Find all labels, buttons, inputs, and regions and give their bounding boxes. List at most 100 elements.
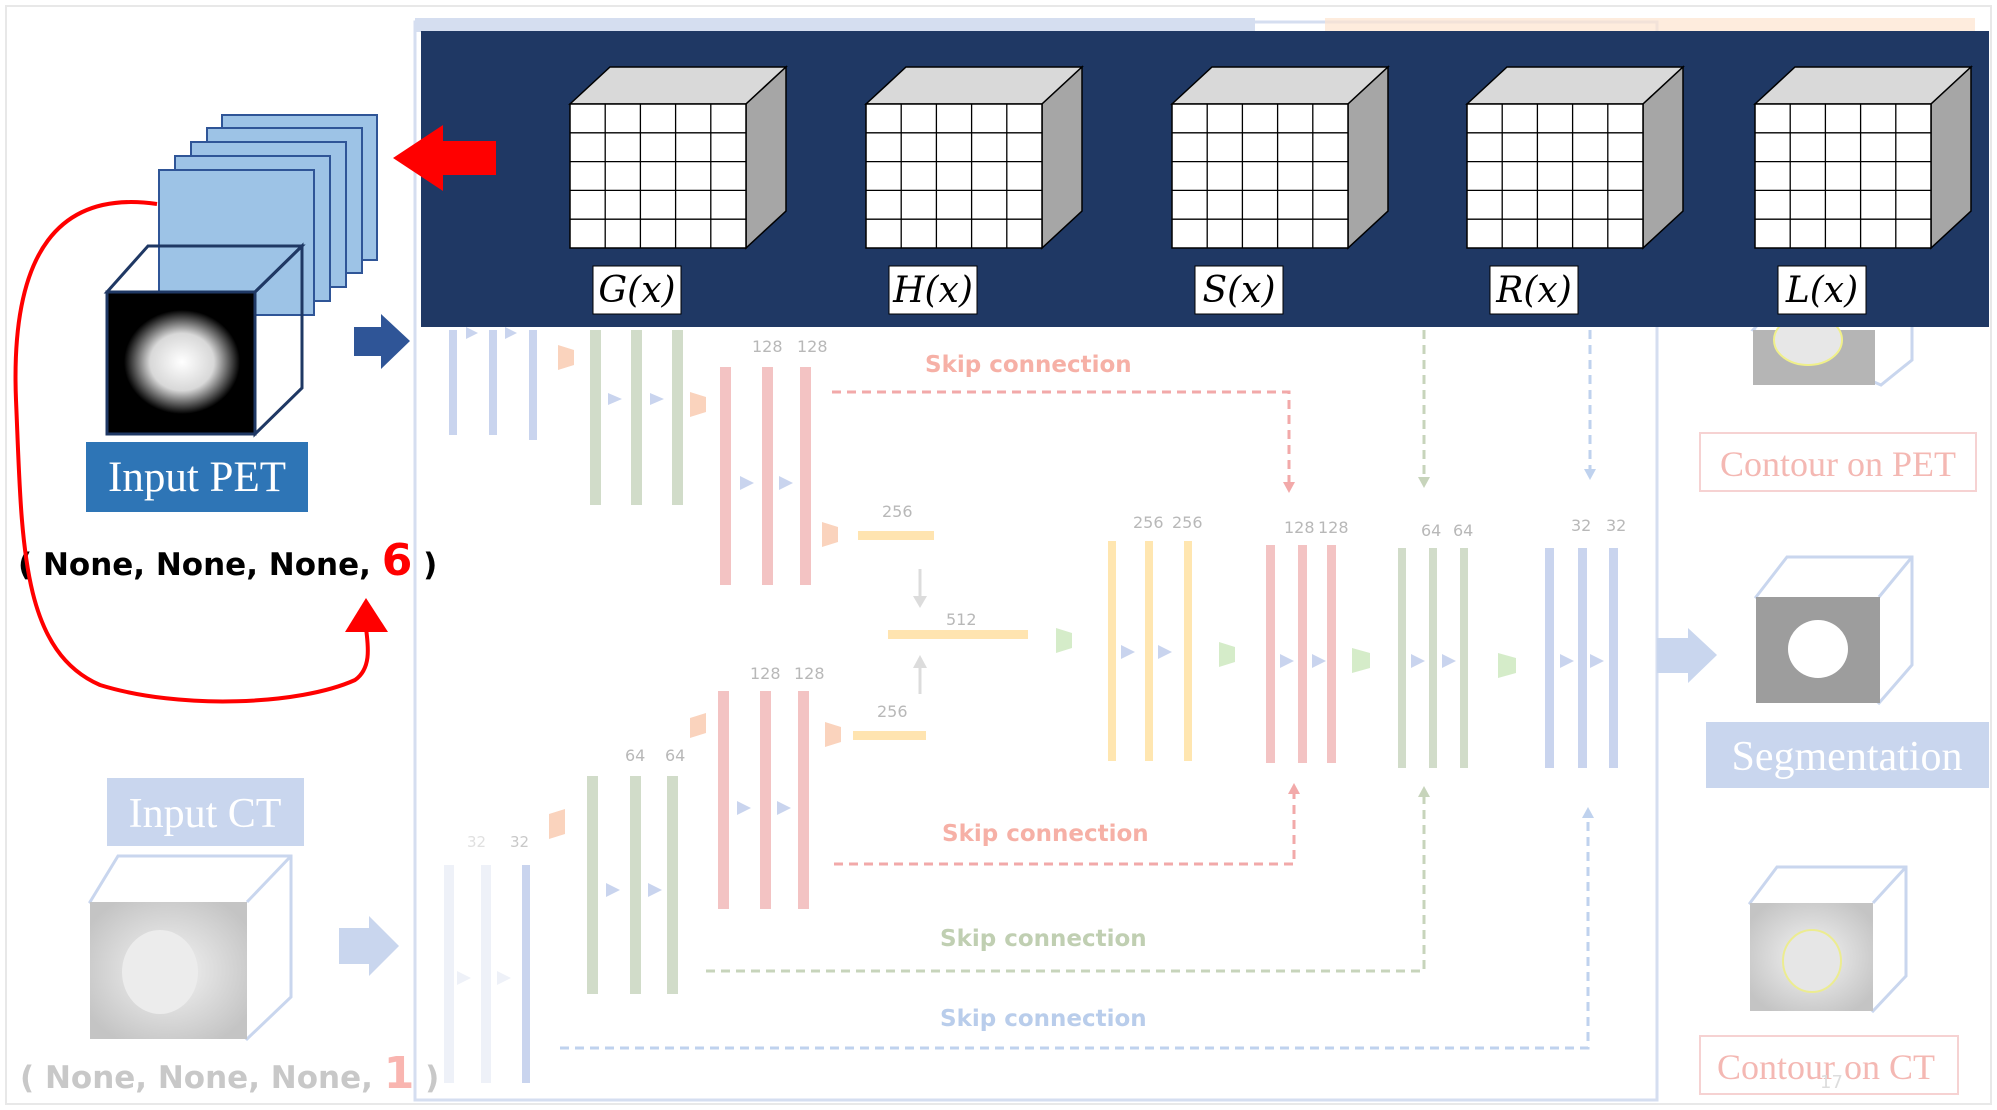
layer-bar	[590, 330, 601, 505]
layer-arrow	[606, 883, 620, 897]
skip-label-blue: Skip connection	[940, 1006, 1147, 1032]
layer-arrow	[650, 393, 664, 405]
layer-arrow	[608, 393, 622, 405]
skip-connection-red-top	[832, 390, 1291, 485]
channel-label: 512	[946, 610, 977, 629]
page-number: 17	[1820, 1072, 1843, 1093]
channel-label: 64	[1453, 521, 1473, 540]
bottleneck-bar	[858, 531, 934, 540]
feedback-loop-arrowhead	[345, 598, 388, 632]
channel-label: 64	[625, 746, 645, 765]
layer-arrow	[1280, 654, 1294, 668]
pool-trapezoid	[1056, 628, 1072, 653]
channel-label: 128	[1318, 518, 1349, 537]
input-ct-shape: ( None, None, None, 1 )	[20, 1048, 439, 1099]
layer-bar	[1266, 545, 1275, 763]
feature-cube: H(x)	[864, 65, 1084, 315]
feature-cube: L(x)	[1753, 65, 1973, 315]
contour-ct-cube	[1747, 865, 1908, 1014]
outputs: Contour on PET Segmentation Contour on C…	[1657, 314, 1989, 1095]
layer-bar	[449, 330, 457, 435]
contour-pet-cube	[1750, 314, 1914, 387]
layer-bar	[481, 865, 491, 1083]
pool-trapezoid	[825, 722, 841, 747]
input-pet-shape: ( None, None, None, 6 )	[18, 535, 437, 586]
input-ct-cube	[88, 854, 293, 1042]
layer-arrow	[457, 971, 471, 985]
skip-label-green: Skip connection	[940, 926, 1147, 952]
skip-arrowhead	[1418, 477, 1430, 488]
layer-arrow	[497, 971, 511, 985]
input-pet: Input PET ( None, None, None, 6 )	[13, 114, 437, 704]
layer-bar	[720, 367, 731, 585]
layer-bar	[760, 691, 771, 909]
channel-label: 128	[752, 337, 783, 356]
layer-bar	[489, 330, 497, 435]
layer-bar	[1184, 541, 1192, 761]
layer-bar	[1145, 541, 1153, 761]
layer-bar	[1327, 545, 1336, 763]
channel-label: 256	[877, 702, 908, 721]
channel-label: 256	[1172, 513, 1203, 532]
merge-arrowhead	[913, 596, 927, 608]
feature-cube: R(x)	[1465, 65, 1685, 315]
input-ct: Input CT ( None, None, None, 1 )	[20, 778, 439, 1099]
skip-arrowhead	[1582, 807, 1594, 818]
layer-arrow	[1411, 654, 1425, 668]
layer-bar	[522, 865, 530, 1083]
merge-arrowhead	[913, 655, 927, 668]
function-label-box	[888, 265, 978, 315]
layer-bar	[667, 776, 678, 994]
layer-bar	[1429, 548, 1437, 768]
skip-label-red-top: Skip connection	[925, 352, 1132, 378]
pool-trapezoid	[558, 345, 574, 370]
layer-arrow	[1158, 645, 1172, 659]
layer-arrow	[1121, 645, 1135, 659]
contour-ct-box	[1699, 1035, 1959, 1095]
layer-arrow	[1312, 654, 1326, 668]
segmentation-cube	[1753, 555, 1914, 706]
feature-cube: S(x)	[1170, 65, 1390, 315]
feedback-loop-arrow	[13, 200, 370, 704]
segmentation-label: Segmentation	[1732, 734, 1963, 780]
pool-trapezoid	[690, 713, 706, 738]
function-label: G(x)	[598, 270, 675, 311]
network-top-band	[415, 18, 1255, 32]
input-ct-arrow	[339, 916, 399, 976]
function-label-box	[1194, 265, 1284, 315]
channel-label: 128	[797, 337, 828, 356]
layer-bar	[718, 691, 729, 909]
pool-trapezoid	[1352, 648, 1370, 673]
layer-bar	[1545, 548, 1554, 768]
contour-ct-label: Contour on CT	[1717, 1047, 1935, 1087]
channel-label: 32	[467, 833, 486, 851]
input-pet-cube	[103, 242, 306, 438]
layer-arrow	[1590, 654, 1604, 668]
network-top-band-right	[1325, 18, 1975, 32]
layer-bar	[630, 776, 641, 994]
pet-channel-stack	[158, 114, 378, 316]
function-label: L(x)	[1785, 270, 1858, 311]
layer-arrow	[466, 327, 478, 339]
red-feature-arrow	[393, 125, 496, 191]
input-pet-box	[86, 442, 308, 512]
skip-arrowhead	[1283, 482, 1295, 493]
bottleneck-bar	[853, 731, 926, 740]
channel-label: 256	[1133, 513, 1164, 532]
slide-frame	[5, 5, 1992, 1105]
channel-label: 256	[882, 502, 913, 521]
layer-bar	[631, 330, 642, 505]
channel-label: 32	[510, 833, 529, 851]
skip-connection-red-bottom	[834, 790, 1296, 866]
layer-arrow	[777, 801, 791, 815]
layer-arrow	[505, 327, 517, 339]
skip-arrowhead	[1418, 786, 1430, 797]
contour-pet-label: Contour on PET	[1720, 444, 1956, 484]
segmentation-box	[1706, 722, 1989, 788]
channel-label: 64	[665, 746, 685, 765]
channel-label: 128	[1284, 518, 1315, 537]
pool-trapezoid	[549, 809, 565, 839]
feature-cubes: G(x) H(x) S(x) R(x) L(x)	[568, 65, 1973, 315]
input-ct-box	[107, 778, 304, 846]
